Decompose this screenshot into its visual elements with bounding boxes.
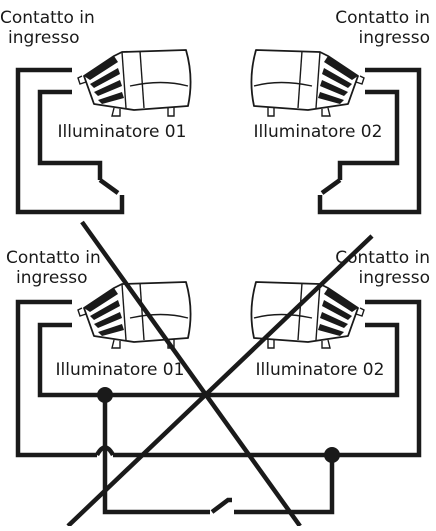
top-left-circuit — [15, 67, 125, 215]
top-left-contact-line1: Contatto in — [0, 8, 95, 28]
bottom-right-illuminator-label: Illuminatore 02 — [255, 360, 385, 380]
top-right-contact-line1: Contatto in — [335, 8, 430, 28]
top-right-illuminator-icon — [250, 49, 365, 117]
bottom-right-contact-label: Contatto in ingresso — [335, 248, 430, 288]
bottom-left-contact-label: Contatto in ingresso — [6, 248, 101, 288]
top-right-circuit — [317, 67, 422, 215]
bottom-left-illuminator-label: Illuminatore 01 — [55, 360, 185, 380]
bottom-right-contact-line2: ingresso — [358, 268, 430, 288]
top-left-contact-label: Contatto in ingresso — [0, 8, 95, 48]
top-right-contact-line2: ingresso — [358, 28, 430, 48]
bottom-shared-wiring — [15, 299, 422, 515]
bottom-right-contact-line1: Contatto in — [335, 248, 430, 268]
bottom-left-contact-line1: Contatto in — [6, 248, 101, 268]
top-left-illuminator-icon — [77, 49, 192, 117]
bottom-left-contact-line2: ingresso — [16, 268, 88, 288]
cross-out-mark — [66, 220, 374, 528]
top-right-contact-label: Contatto in ingresso — [335, 8, 430, 48]
top-left-illuminator-label: Illuminatore 01 — [57, 122, 187, 142]
top-right-illuminator-label: Illuminatore 02 — [253, 122, 383, 142]
bottom-right-illuminator-icon — [250, 281, 365, 349]
top-left-contact-line2: ingresso — [8, 28, 80, 48]
